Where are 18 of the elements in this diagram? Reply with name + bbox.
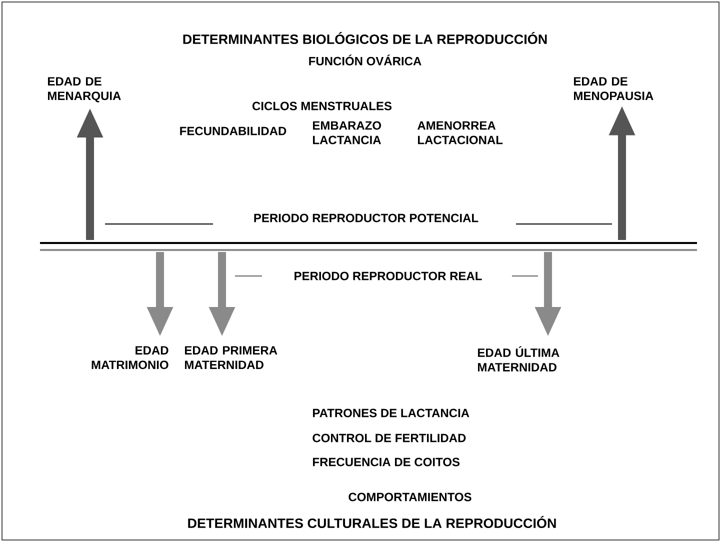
label: PATRONES DE LACTANCIA (313, 408, 470, 418)
age-label: EDAD DE MENOPAUSIA (574, 77, 654, 100)
label: FRECUENCIA DE COITOS (313, 458, 460, 466)
label: COMPORTAMIENTOS (348, 492, 472, 502)
label: PERIODO REPRODUCTOR REAL (294, 272, 482, 280)
label: DETERMINANTES CULTURALES DE LA REPRODUCCIÓN (188, 516, 556, 528)
label: CONTROL DE FERTILIDAD (312, 434, 466, 442)
label: FUNCIÓN OVÁRICA (309, 54, 422, 66)
age-label: EDAD DE MENARQUIA (48, 77, 121, 102)
title: DETERMINANTES BIOLÓGICOS DE LA REPRODUCCIÓN (183, 32, 547, 44)
label: CICLOS MENSTRUALES (252, 102, 392, 110)
label: EMBARAZO LACTANCIA (313, 121, 382, 144)
age-label: EDAD MATRIMONIO (92, 346, 168, 370)
label: FECUNDABILIDAD (180, 126, 286, 136)
label: PERIODO REPRODUCTOR POTENCIAL (254, 214, 478, 222)
label: AMENORREA LACTACIONAL (418, 121, 503, 144)
age-label: EDAD PRIMERA MATERNIDAD (185, 346, 278, 369)
age-label: EDAD ÚLTIMA MATERNIDAD (478, 346, 560, 372)
